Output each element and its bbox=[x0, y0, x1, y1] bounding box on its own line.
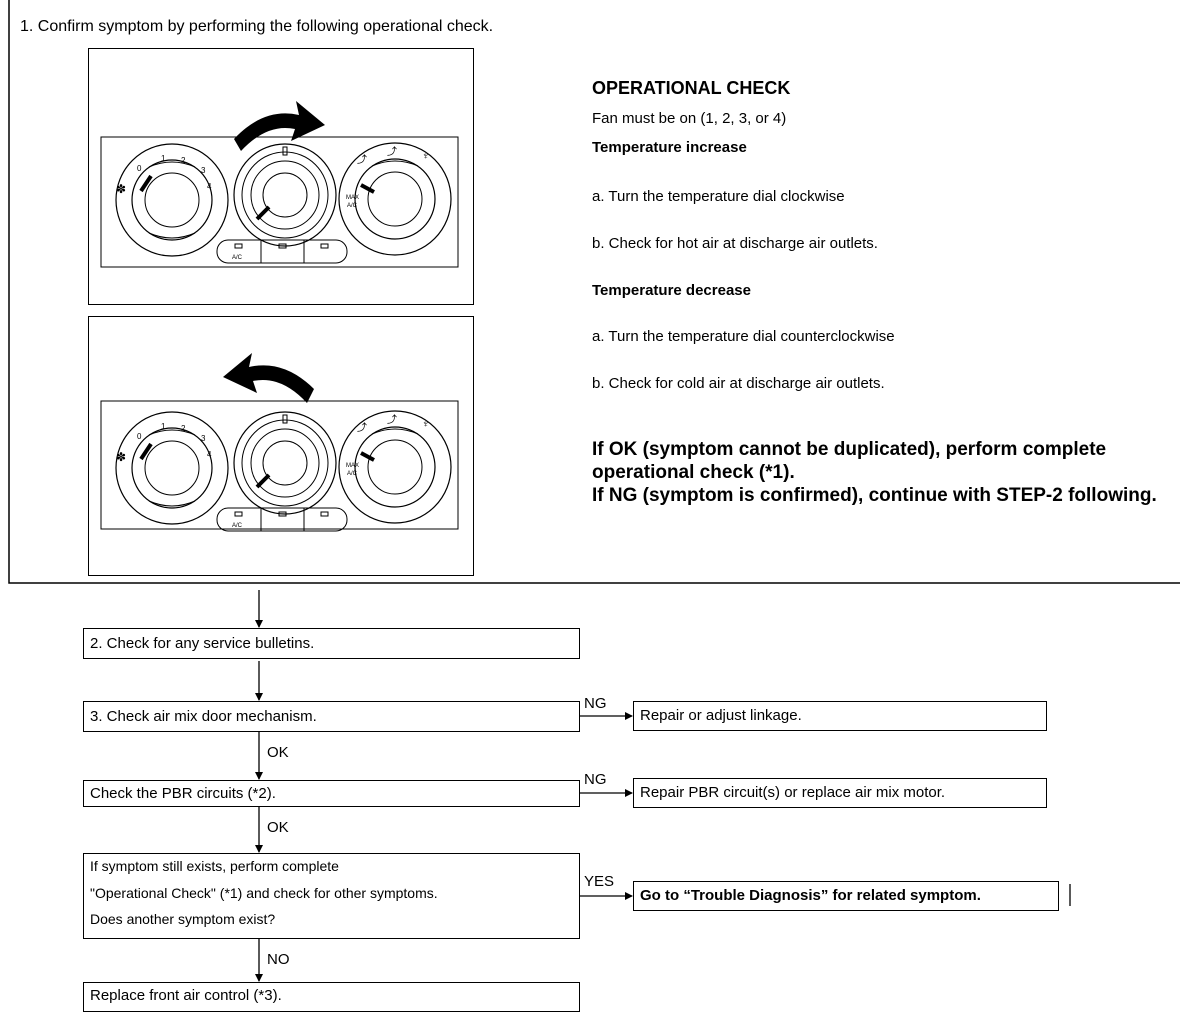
fan-note: Fan must be on (1, 2, 3, or 4) bbox=[592, 110, 787, 127]
decrease-heading: Temperature decrease bbox=[592, 282, 751, 299]
step1-frame bbox=[8, 0, 1180, 584]
mode-dial-icon: MAX A/C ⤴ ⤴ ♆ bbox=[338, 142, 452, 256]
control-panel-illustration-increase: 0 1 2 3 4 ✽ MAX A/C ⤴ ⤴ ♆ bbox=[100, 101, 459, 268]
svg-text:A/C: A/C bbox=[232, 523, 243, 529]
ok-label-2: OK bbox=[267, 819, 289, 836]
result-ok: If OK (symptom cannot be duplicated), pe… bbox=[592, 439, 1107, 483]
symptom-line-1: If symptom still exists, perform complet… bbox=[90, 858, 339, 874]
svg-text:⤴: ⤴ bbox=[387, 413, 397, 426]
svg-text:3: 3 bbox=[201, 166, 206, 175]
ng-label-1: NG bbox=[584, 695, 607, 712]
svg-text:1: 1 bbox=[161, 422, 166, 431]
svg-text:♆: ♆ bbox=[422, 419, 430, 430]
svg-text:⤴: ⤴ bbox=[387, 145, 397, 158]
svg-text:2: 2 bbox=[181, 156, 186, 165]
repair-linkage-text: Repair or adjust linkage. bbox=[640, 707, 802, 724]
step3-box: 3. Check air mix door mechanism. bbox=[83, 701, 580, 732]
svg-text:1: 1 bbox=[161, 154, 166, 163]
fan-dial-icon: 0 1 2 3 4 ✽ bbox=[115, 143, 229, 257]
increase-heading: Temperature increase bbox=[592, 139, 747, 156]
temperature-dial-icon bbox=[233, 411, 337, 515]
svg-text:⤴: ⤴ bbox=[357, 153, 367, 166]
svg-text:2: 2 bbox=[181, 424, 186, 433]
svg-text:♆: ♆ bbox=[422, 151, 430, 162]
fan-dial-icon: 0 1 2 3 4 ✽ bbox=[115, 411, 229, 525]
step2-text: 2. Check for any service bulletins. bbox=[90, 635, 315, 652]
svg-text:MAX: MAX bbox=[346, 195, 359, 201]
replace-control-box: Replace front air control (*3). bbox=[83, 982, 580, 1012]
button-row-icon: A/C bbox=[216, 507, 348, 532]
increase-step-a: a. Turn the temperature dial clockwise bbox=[592, 188, 845, 205]
svg-text:✽: ✽ bbox=[116, 182, 126, 196]
trouble-diagnosis-text: Go to “Trouble Diagnosis” for related sy… bbox=[640, 887, 981, 904]
symptom-box: If symptom still exists, perform complet… bbox=[83, 853, 580, 939]
panel-increase: 0 1 2 3 4 ✽ MAX A/C ⤴ ⤴ ♆ bbox=[88, 48, 474, 305]
repair-linkage-box: Repair or adjust linkage. bbox=[633, 701, 1047, 731]
svg-text:MAX: MAX bbox=[346, 463, 359, 469]
ok-label-1: OK bbox=[267, 744, 289, 761]
step2-box: 2. Check for any service bulletins. bbox=[83, 628, 580, 659]
svg-text:0: 0 bbox=[137, 432, 142, 441]
symptom-line-2: "Operational Check" (*1) and check for o… bbox=[90, 885, 438, 901]
trouble-diagnosis-box: Go to “Trouble Diagnosis” for related sy… bbox=[633, 881, 1059, 911]
increase-step-b: b. Check for hot air at discharge air ou… bbox=[592, 235, 878, 252]
operational-check-result: If OK (symptom cannot be duplicated), pe… bbox=[592, 438, 1180, 507]
replace-control-text: Replace front air control (*3). bbox=[90, 987, 282, 1004]
temperature-dial-icon bbox=[233, 143, 337, 247]
svg-text:✽: ✽ bbox=[116, 450, 126, 464]
pbr-check-text: Check the PBR circuits (*2). bbox=[90, 785, 276, 802]
svg-text:4: 4 bbox=[207, 450, 212, 459]
pbr-check-box: Check the PBR circuits (*2). bbox=[83, 780, 580, 807]
symptom-line-3: Does another symptom exist? bbox=[90, 911, 276, 927]
svg-text:A/C: A/C bbox=[347, 471, 358, 477]
clockwise-arrow-icon bbox=[234, 101, 325, 151]
svg-text:A/C: A/C bbox=[232, 255, 243, 261]
svg-text:⤴: ⤴ bbox=[357, 421, 367, 434]
decrease-step-b: b. Check for cold air at discharge air o… bbox=[592, 375, 885, 392]
step1-text: 1. Confirm symptom by performing the fol… bbox=[20, 18, 494, 35]
decrease-step-a: a. Turn the temperature dial countercloc… bbox=[592, 328, 895, 345]
repair-pbr-text: Repair PBR circuit(s) or replace air mix… bbox=[640, 784, 946, 801]
step3-text: 3. Check air mix door mechanism. bbox=[90, 708, 317, 725]
no-label: NO bbox=[267, 951, 290, 968]
svg-text:4: 4 bbox=[207, 182, 212, 191]
repair-pbr-box: Repair PBR circuit(s) or replace air mix… bbox=[633, 778, 1047, 808]
control-panel-illustration-decrease: 0 1 2 3 4 ✽ MAX A/C ⤴ ⤴ ♆ bbox=[100, 353, 459, 532]
operational-check-title: OPERATIONAL CHECK bbox=[592, 78, 791, 98]
yes-label: YES bbox=[584, 873, 615, 890]
svg-text:3: 3 bbox=[201, 434, 206, 443]
button-row-icon: A/C bbox=[216, 239, 348, 264]
ng-label-2: NG bbox=[584, 771, 607, 788]
panel-decrease: 0 1 2 3 4 ✽ MAX A/C ⤴ ⤴ ♆ bbox=[88, 316, 474, 576]
svg-text:0: 0 bbox=[137, 164, 142, 173]
counterclockwise-arrow-icon bbox=[223, 353, 314, 403]
svg-text:A/C: A/C bbox=[347, 203, 358, 209]
result-ng: If NG (symptom is confirmed), continue w… bbox=[592, 485, 1157, 506]
mode-dial-icon: MAX A/C ⤴ ⤴ ♆ bbox=[338, 410, 452, 524]
